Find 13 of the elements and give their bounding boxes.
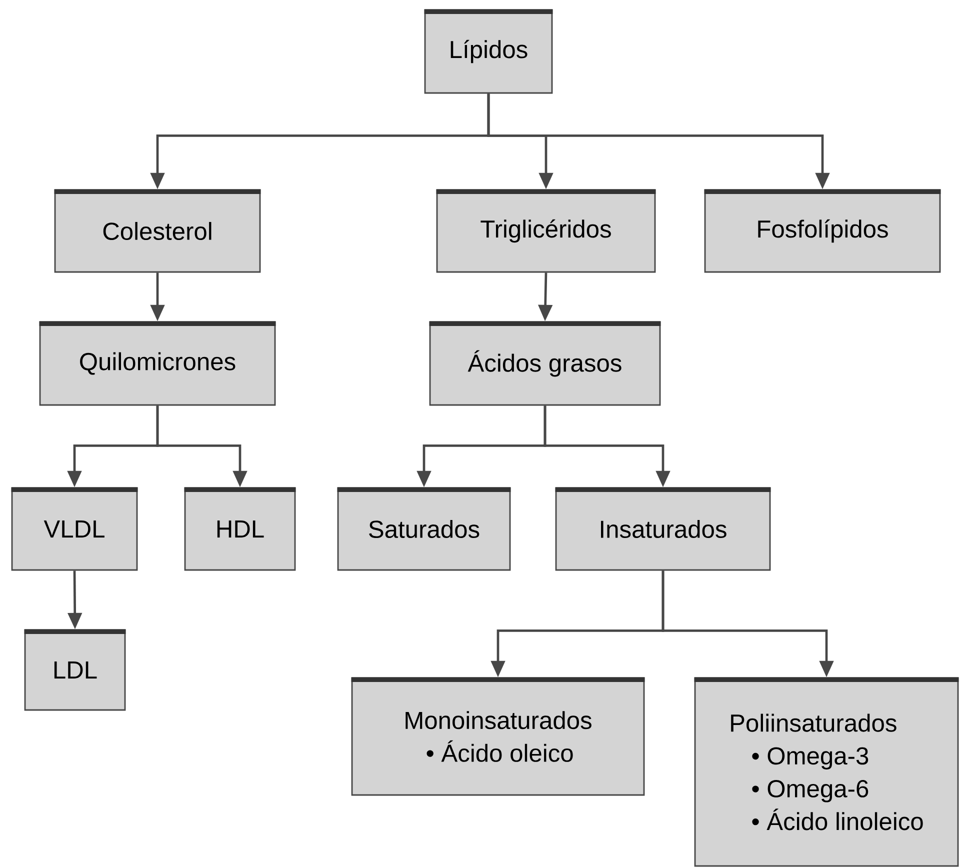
category-box: VLDL xyxy=(11,487,138,571)
category-box: Poliinsaturados • Omega-3 • Omega-6 • Ácido linoleico xyxy=(694,677,959,867)
category-box: Triglicéridos xyxy=(436,189,656,273)
category-box: Saturados xyxy=(337,487,511,571)
category-box: Fosfolípidos xyxy=(704,189,941,273)
category-box: Monoinsaturados • Ácido oleico xyxy=(351,677,645,796)
category-box: Quilomicrones xyxy=(39,321,276,406)
category-box: Insaturados xyxy=(555,487,771,571)
category-box: Colesterol xyxy=(54,189,261,273)
category-box: LDL xyxy=(24,629,126,711)
category-box: Ácidos grasos xyxy=(429,321,661,406)
category-box: HDL xyxy=(184,487,296,571)
category-box: Lípidos xyxy=(424,9,553,94)
